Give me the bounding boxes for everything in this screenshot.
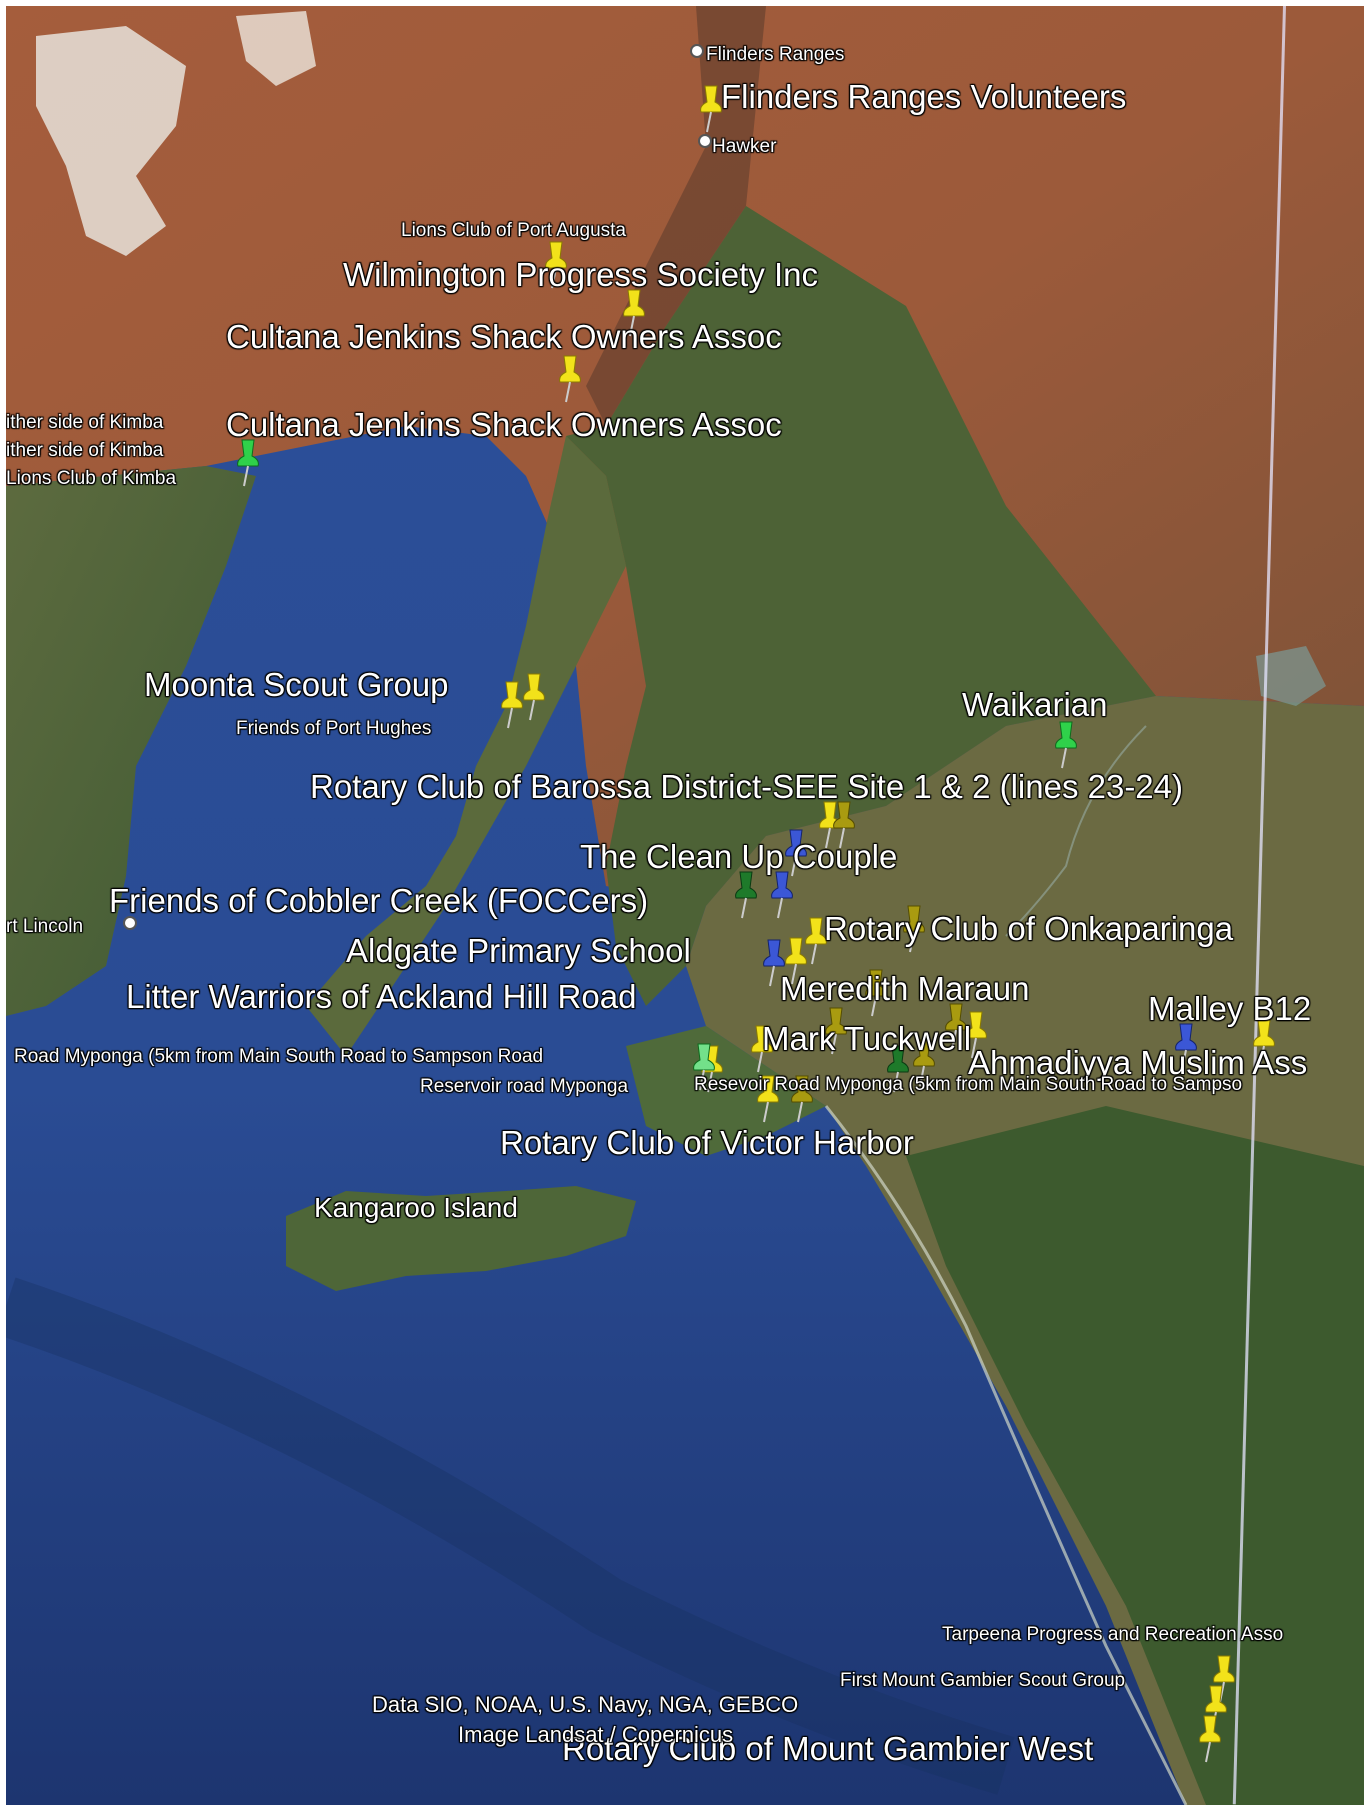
- pushpin-icon-blue[interactable]: [762, 868, 802, 920]
- pushpin-icon-yellow[interactable]: [796, 914, 836, 966]
- map-label[interactable]: Cultana Jenkins Shack Owners Assoc: [226, 318, 782, 355]
- pushpin-icon-yellow[interactable]: [514, 670, 554, 722]
- map-attribution-imagery: Image Landsat / Copernicus: [458, 1722, 734, 1747]
- pushpin-icon-olive[interactable]: [824, 798, 864, 850]
- map-label[interactable]: Moonta Scout Group: [144, 666, 449, 703]
- map-label-small[interactable]: Friends of Port Hughes: [236, 718, 432, 739]
- pushpin-icon-yellow[interactable]: [776, 934, 816, 986]
- pushpin-icon-yellow[interactable]: [1204, 1652, 1244, 1704]
- pushpin-icon-dark-green[interactable]: [726, 868, 766, 920]
- map-label-small[interactable]: Lions Club of Kimba: [6, 468, 177, 489]
- pushpin-icon-yellow[interactable]: [748, 1072, 788, 1124]
- map-label[interactable]: Aldgate Primary School: [346, 932, 691, 969]
- pushpin-icon-yellow[interactable]: [1244, 1016, 1284, 1068]
- pushpin-icon-yellow[interactable]: [614, 286, 654, 338]
- map-label-small[interactable]: Lions Club of Port Augusta: [401, 220, 626, 241]
- map-label-small[interactable]: ither side of Kimba: [6, 412, 164, 433]
- pushpin-icon-olive[interactable]: [894, 902, 934, 954]
- place-dot-hawker[interactable]: [698, 134, 712, 148]
- pushpin-icon-olive[interactable]: [816, 1004, 856, 1056]
- map-label[interactable]: Rotary Club of Mount Gambier West: [562, 1730, 1094, 1767]
- map-label[interactable]: Cultana Jenkins Shack Owners Assoc: [226, 406, 782, 443]
- pushpin-icon-olive[interactable]: [782, 1072, 822, 1124]
- map-label[interactable]: Flinders Ranges Volunteers: [721, 78, 1127, 115]
- pushpin-icon-yellow[interactable]: [1190, 1712, 1230, 1764]
- satellite-map[interactable]: Flinders Ranges Volunteers Wilmington Pr…: [6, 6, 1364, 1805]
- map-label[interactable]: Kangaroo Island: [314, 1192, 518, 1223]
- map-label[interactable]: Malley B12: [1148, 990, 1312, 1027]
- map-label[interactable]: Meredith Maraun: [780, 970, 1030, 1007]
- map-label-small[interactable]: Reservoir road Myponga: [420, 1076, 629, 1097]
- place-dot-port-lincoln[interactable]: [123, 916, 137, 930]
- pushpin-icon-yellow[interactable]: [536, 238, 576, 290]
- map-label[interactable]: Ahmadiyya Muslim Ass: [968, 1044, 1308, 1081]
- pushpin-icon-green[interactable]: [684, 1040, 724, 1092]
- pushpin-icon-green[interactable]: [1046, 718, 1086, 770]
- map-attribution-data: Data SIO, NOAA, U.S. Navy, NGA, GEBCO: [372, 1692, 799, 1717]
- pushpin-icon-blue[interactable]: [1166, 1020, 1206, 1072]
- map-label[interactable]: Rotary Club of Onkaparinga: [824, 910, 1234, 947]
- pushpin-icon-blue[interactable]: [776, 826, 816, 878]
- pushpin-icon-olive[interactable]: [856, 966, 896, 1018]
- map-label[interactable]: Rotary Club of Barossa District-SEE Site…: [310, 768, 1184, 805]
- map-label-small[interactable]: Road Myponga (5km from Main South Road t…: [14, 1046, 544, 1067]
- pushpin-icon-green[interactable]: [228, 436, 268, 488]
- map-label[interactable]: Friends of Cobbler Creek (FOCCers): [109, 882, 649, 919]
- pushpin-icon-yellow[interactable]: [550, 352, 590, 404]
- map-label[interactable]: Wilmington Progress Society Inc: [343, 256, 819, 293]
- map-label-small[interactable]: First Mount Gambier Scout Group: [840, 1670, 1126, 1691]
- pushpin-icon-yellow[interactable]: [691, 82, 731, 134]
- map-label[interactable]: Litter Warriors of Ackland Hill Road: [126, 978, 637, 1015]
- place-dot-flinders-ranges[interactable]: [690, 44, 704, 58]
- map-label[interactable]: Rotary Club of Victor Harbor: [500, 1124, 914, 1161]
- pushpin-icon-blue[interactable]: [754, 936, 794, 988]
- map-label[interactable]: The Clean Up Couple: [580, 838, 898, 875]
- map-label-small[interactable]: ither side of Kimba: [6, 440, 164, 461]
- map-label-small[interactable]: Tarpeena Progress and Recreation Asso: [942, 1624, 1284, 1645]
- map-label-small[interactable]: Hawker: [712, 136, 777, 157]
- pushpin-icon-olive[interactable]: [936, 1000, 976, 1052]
- pushpin-icon-yellow[interactable]: [956, 1008, 996, 1060]
- pushpin-icon-yellow[interactable]: [742, 1022, 782, 1074]
- map-label[interactable]: Mark Tuckwell: [762, 1020, 972, 1057]
- pushpin-icon-yellow[interactable]: [492, 678, 532, 730]
- map-label[interactable]: Waikarian: [962, 686, 1108, 723]
- pushpin-icon-dark-green[interactable]: [878, 1042, 918, 1094]
- map-imagery: [6, 6, 1364, 1805]
- map-label-small[interactable]: rt Lincoln: [6, 916, 84, 937]
- map-label-small[interactable]: Resevoir Road Myponga (5km from Main Sou…: [694, 1074, 1243, 1095]
- map-label-small[interactable]: Flinders Ranges: [706, 44, 845, 65]
- pushpin-icon-olive[interactable]: [904, 1036, 944, 1088]
